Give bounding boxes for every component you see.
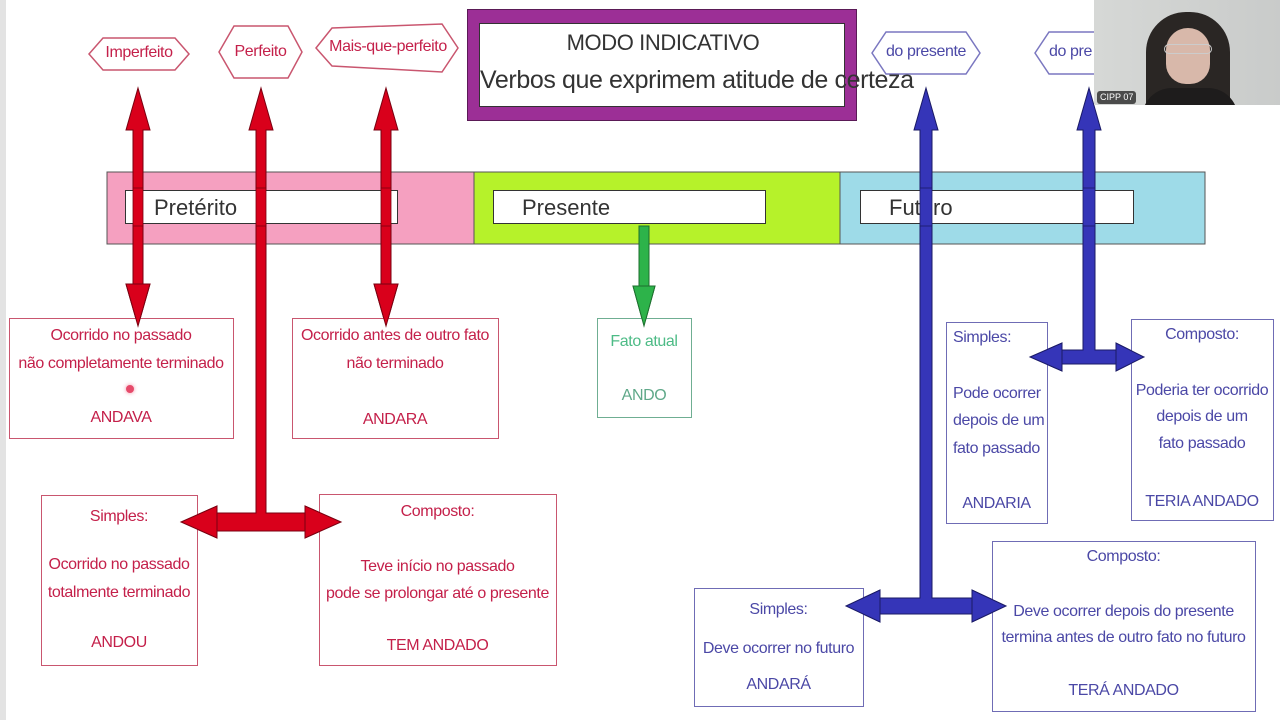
title-heading: MODO INDICATIVO bbox=[566, 30, 760, 55]
tense-futuro-label: Futuro bbox=[860, 190, 1134, 224]
imperfeito-verb: ANDAVA bbox=[90, 409, 152, 426]
arrow-futuro-do-preterito bbox=[1028, 86, 1146, 372]
fut-pret-simples-line-2: depois de um bbox=[953, 412, 1045, 429]
arrow-perfeito bbox=[179, 86, 343, 539]
perf-simples-verb: ANDOU bbox=[91, 634, 147, 651]
fut-pret-composto-line-1: Poderia ter ocorrido bbox=[1135, 382, 1269, 399]
fut-pret-simples-heading: Simples: bbox=[953, 329, 1012, 346]
fut-pret-composto-verb: TERIA ANDADO bbox=[1145, 493, 1259, 510]
hexagon-do-presente bbox=[871, 31, 981, 75]
mqp-line-1: Ocorrido antes de outro fato bbox=[300, 327, 490, 344]
box-perfeito-composto: Composto: Teve início no passado pode se… bbox=[319, 494, 557, 666]
tense-preterito-label: Pretérito bbox=[125, 190, 398, 224]
box-fut-pres-simples: Simples: Deve ocorrer no futuro ANDARÁ bbox=[694, 588, 864, 707]
box-fut-pret-composto: Composto: Poderia ter ocorrido depois de… bbox=[1131, 319, 1274, 521]
tense-presente-label: Presente bbox=[493, 190, 766, 224]
box-perfeito-simples: Simples: Ocorrido no passado totalmente … bbox=[41, 495, 198, 666]
box-imperfeito: Ocorrido no passado não completamente te… bbox=[9, 318, 234, 439]
fut-pres-simples-line-1: Deve ocorrer no futuro bbox=[702, 640, 855, 657]
perf-simples-line-1: Ocorrido no passado bbox=[48, 556, 190, 573]
fut-pret-composto-line-3: fato passado bbox=[1158, 435, 1246, 452]
fut-pret-composto-line-2: depois de um bbox=[1156, 408, 1248, 425]
presente-line-1: Fato atual bbox=[610, 333, 678, 350]
label-mais-que-perfeito: Mais-que-perfeito bbox=[329, 38, 447, 55]
presente-verb: ANDO bbox=[621, 387, 667, 404]
perf-composto-line-1: Teve início no passado bbox=[360, 558, 515, 575]
fut-pres-composto-verb: TERÁ ANDADO bbox=[1068, 682, 1179, 699]
webcam-video-tile[interactable]: CIPP 07 bbox=[1094, 0, 1280, 105]
mqp-line-2: não terminado bbox=[346, 355, 444, 372]
label-perfeito: Perfeito bbox=[234, 43, 287, 60]
fut-pret-simples-line-3: fato passado bbox=[953, 440, 1040, 457]
participant-glasses bbox=[1164, 44, 1212, 54]
fut-pret-simples-line-1: Pode ocorrer bbox=[953, 385, 1041, 402]
participant-body bbox=[1142, 88, 1238, 105]
fut-pres-composto-line-1: Deve ocorrer depois do presente bbox=[1013, 603, 1234, 620]
hexagon-perfeito bbox=[218, 25, 303, 79]
arrow-futuro-do-presente bbox=[844, 86, 1008, 623]
fut-pres-composto-line-2: termina antes de outro fato no futuro bbox=[1001, 629, 1246, 646]
participant-face bbox=[1166, 28, 1210, 84]
imperfeito-line-2: não completamente terminado bbox=[18, 355, 224, 372]
title-box: MODO INDICATIVO Verbos que exprimem atit… bbox=[467, 9, 914, 121]
hexagon-mais-que-perfeito bbox=[315, 23, 459, 73]
perf-simples-heading: Simples: bbox=[89, 508, 149, 525]
perf-composto-verb: TEM ANDADO bbox=[386, 637, 489, 654]
left-window-edge bbox=[0, 0, 6, 720]
fut-pres-composto-heading: Composto: bbox=[1086, 548, 1161, 565]
hexagon-imperfeito bbox=[88, 37, 190, 71]
label-imperfeito: Imperfeito bbox=[105, 44, 173, 61]
title-subtitle: Verbos que exprimem atitude de certeza bbox=[480, 66, 914, 94]
box-fut-pres-composto: Composto: Deve ocorrer depois do present… bbox=[992, 541, 1256, 712]
box-fut-pret-simples: Simples: Pode ocorrer depois de um fato … bbox=[946, 322, 1048, 524]
fut-pret-simples-verb: ANDARIA bbox=[962, 495, 1031, 512]
perf-composto-heading: Composto: bbox=[400, 503, 475, 520]
box-mais-que-perfeito: Ocorrido antes de outro fato não termina… bbox=[292, 318, 499, 439]
perf-simples-line-2: totalmente terminado bbox=[47, 584, 191, 601]
participant-name-tag: CIPP 07 bbox=[1097, 91, 1137, 104]
fut-pret-composto-heading: Composto: bbox=[1165, 326, 1239, 343]
imperfeito-line-1: Ocorrido no passado bbox=[50, 327, 192, 344]
label-do-preterito: do pre bbox=[1049, 43, 1092, 60]
mqp-verb: ANDARA bbox=[362, 411, 428, 428]
fut-pres-simples-heading: Simples: bbox=[749, 601, 808, 618]
box-presente: Fato atual ANDO bbox=[597, 318, 692, 418]
fut-pres-simples-verb: ANDARÁ bbox=[746, 676, 811, 693]
label-do-presente: do presente bbox=[885, 43, 967, 60]
laser-pointer-dot bbox=[126, 385, 134, 393]
perf-composto-line-2: pode se prolongar até o presente bbox=[326, 585, 549, 602]
